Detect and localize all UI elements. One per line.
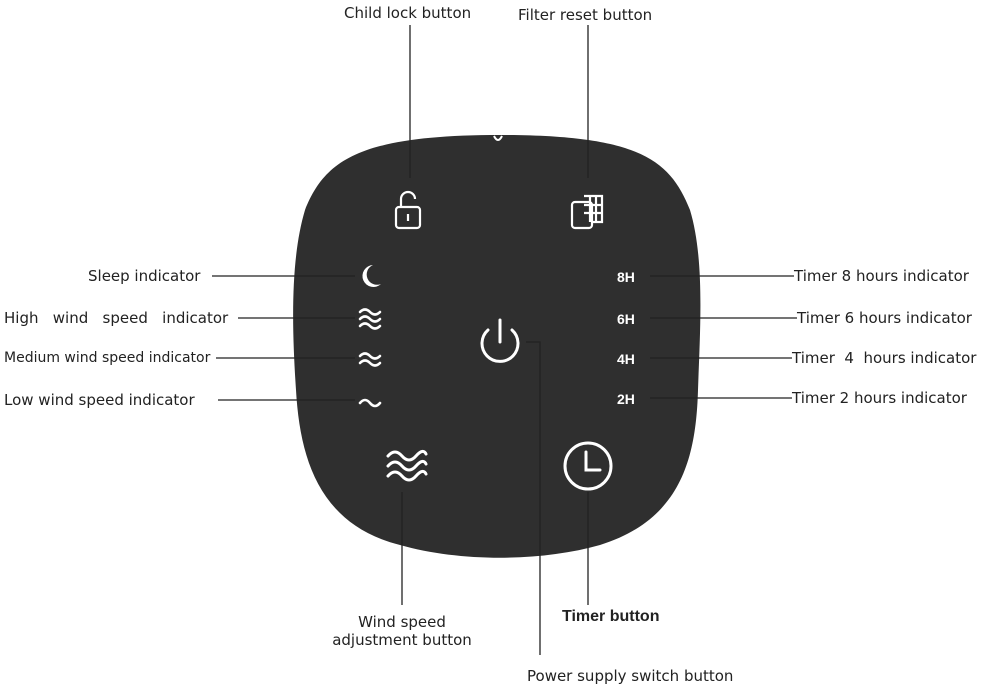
timer-button-label: Timer button (562, 608, 660, 625)
power-button-label: Power supply switch button (527, 667, 734, 685)
moon-icon (362, 265, 381, 287)
timer-4h-indicator: 4H (617, 351, 635, 367)
filter-icon[interactable] (570, 194, 604, 230)
timer-2-label: Timer 2 hours indicator (792, 389, 967, 407)
control-panel (293, 135, 701, 558)
timer-6h-indicator: 6H (617, 311, 635, 327)
wind-speed-label-line1: Wind speed (358, 613, 446, 631)
high-wind-indicator-label: High wind speed indicator (4, 309, 229, 327)
sleep-indicator-label: Sleep indicator (88, 267, 201, 285)
wind-speed-button-label: Wind speed adjustment button (326, 613, 478, 649)
child-lock-label: Child lock button (344, 4, 472, 22)
medium-wind-indicator-label: Medium wind speed indicator (4, 350, 211, 366)
timer-2h-indicator: 2H (617, 391, 635, 407)
filter-reset-label: Filter reset button (518, 6, 653, 24)
timer-8h-indicator: 8H (617, 269, 635, 285)
clock-icon[interactable] (563, 441, 613, 491)
power-icon[interactable] (480, 318, 520, 363)
timer-8-label: Timer 8 hours indicator (794, 267, 969, 285)
wind-speed-label-line2: adjustment button (332, 631, 472, 649)
medium-wind-icon (358, 352, 382, 367)
low-wind-indicator-label: Low wind speed indicator (4, 391, 195, 409)
high-wind-icon (358, 308, 382, 330)
wind-speed-icon[interactable] (386, 449, 428, 482)
timer-6-label: Timer 6 hours indicator (797, 309, 972, 327)
low-wind-icon (358, 398, 382, 408)
timer-4-label: Timer 4 hours indicator (792, 349, 977, 367)
leader-lines (212, 25, 797, 655)
lock-icon[interactable] (394, 190, 422, 230)
